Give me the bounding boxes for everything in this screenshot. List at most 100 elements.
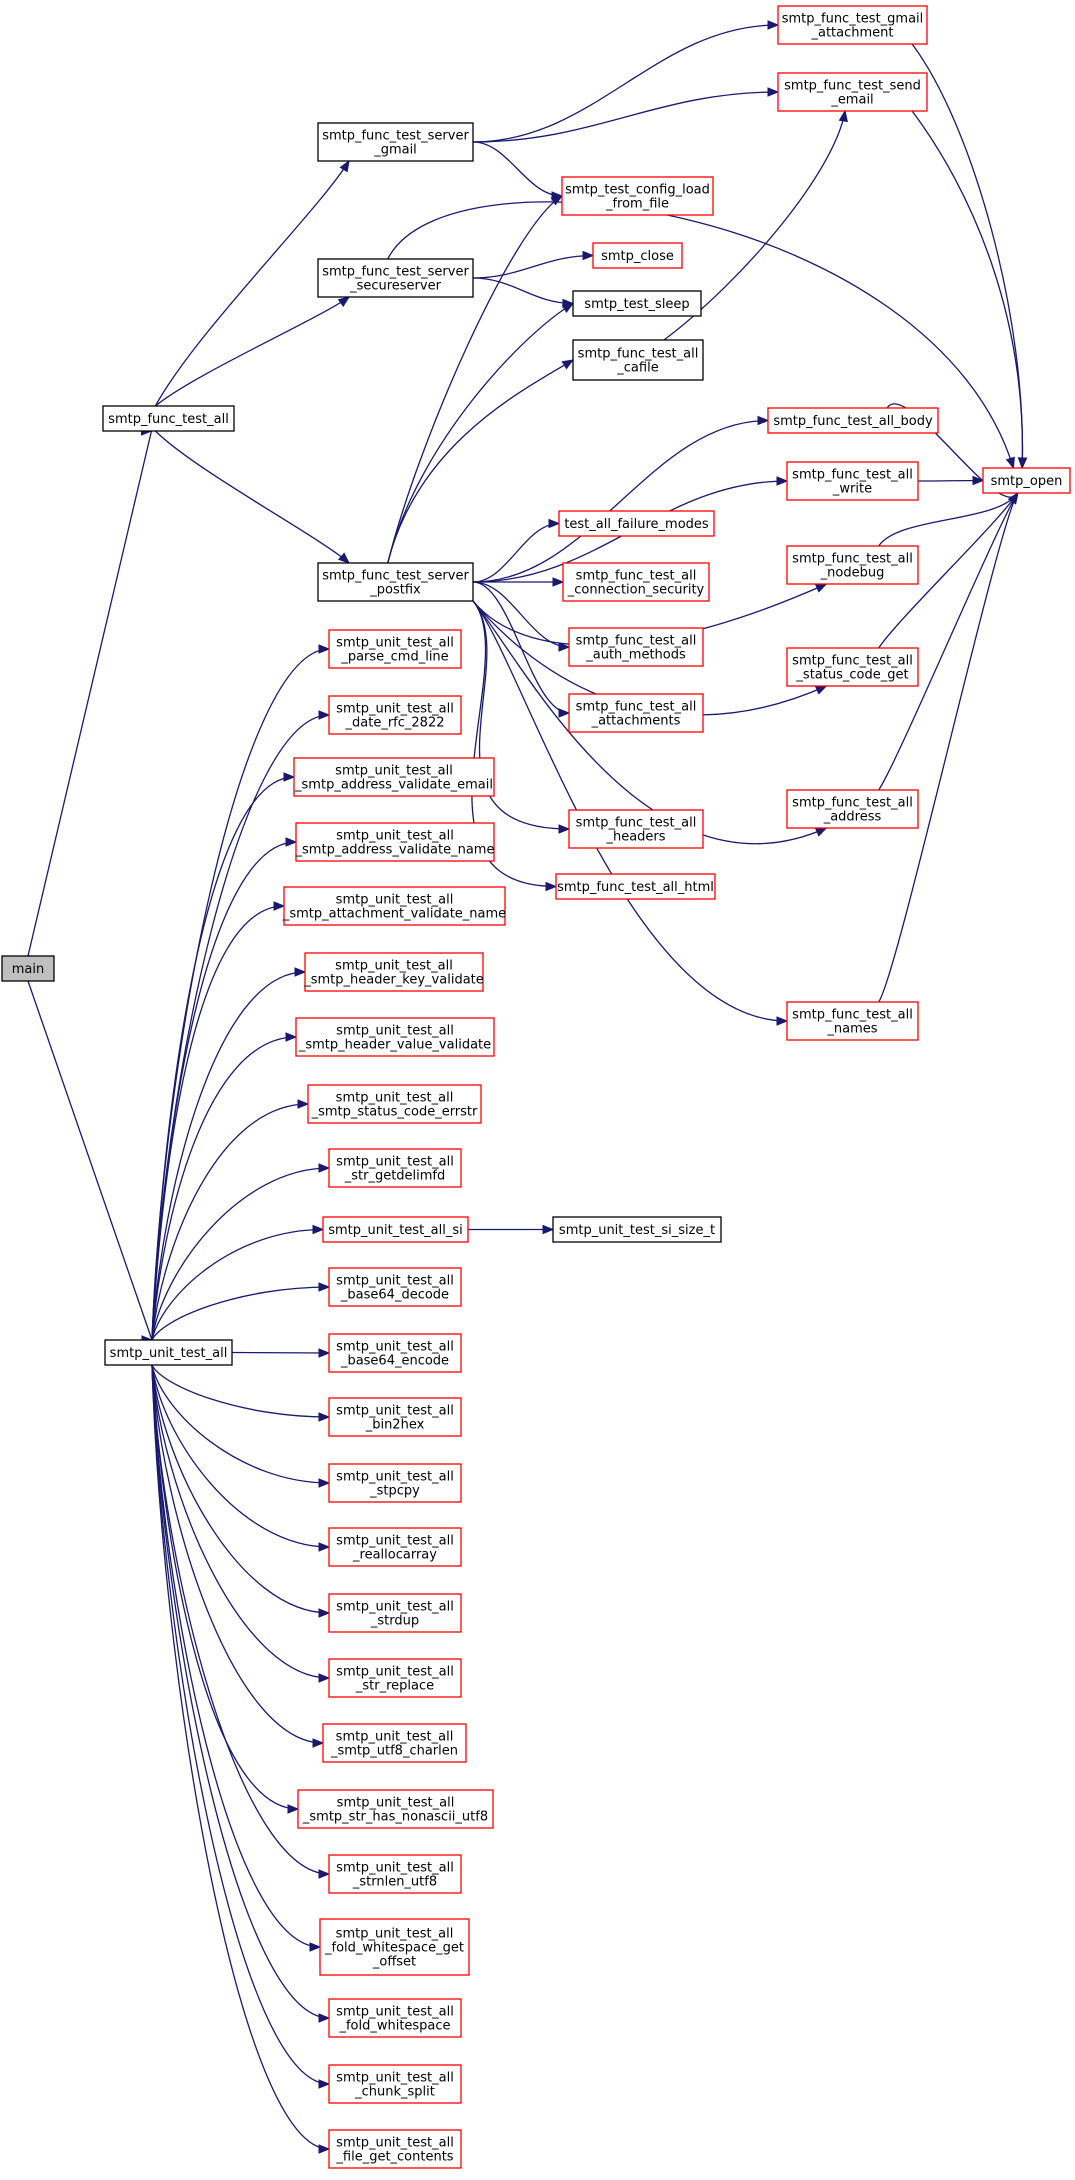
arrowhead-u-base64-decode xyxy=(318,1282,331,1292)
edge-smtp-unit-test-all-to-u-file-get-contents xyxy=(151,1364,330,2150)
node-u-date-rfc-2822[interactable]: smtp_unit_test_all_date_rfc_2822 xyxy=(328,695,462,735)
node-box-u-parse-cmd-line xyxy=(328,629,462,669)
node-u-address-validate-email[interactable]: smtp_unit_test_all_smtp_address_validate… xyxy=(293,757,495,797)
edge-names-to-smtp-open xyxy=(878,492,1019,1003)
node-u-fold-whitespace[interactable]: smtp_unit_test_all_fold_whitespace xyxy=(328,1998,462,2038)
node-label-u-file-get-contents: smtp_unit_test_all xyxy=(336,2136,454,2151)
edge-server-postfix-to-test-sleep xyxy=(387,302,574,564)
node-u-si-size-t[interactable]: smtp_unit_test_si_size_t xyxy=(552,1216,722,1243)
edge-smtp-func-test-all-to-server-secureserver xyxy=(154,296,350,407)
node-main[interactable]: main xyxy=(1,955,55,982)
node-status-code-get[interactable]: smtp_func_test_all_status_code_get xyxy=(786,647,919,687)
arrowhead-auth-methods xyxy=(558,642,571,652)
node-nodebug[interactable]: smtp_func_test_all_nodebug xyxy=(786,545,919,585)
node-label-attachments: _attachments xyxy=(591,714,681,729)
node-label-u-str-replace: smtp_unit_test_all xyxy=(336,1665,454,1680)
node-u-header-value-validate[interactable]: smtp_unit_test_all_smtp_header_value_val… xyxy=(295,1017,495,1057)
edge-smtp-unit-test-all-to-u-header-value-validate xyxy=(151,1036,297,1341)
node-server-postfix[interactable]: smtp_func_test_server_postfix xyxy=(317,562,474,602)
node-test-sleep[interactable]: smtp_test_sleep xyxy=(572,290,702,317)
node-connection-security[interactable]: smtp_func_test_all_connection_security xyxy=(562,562,710,602)
node-all-write[interactable]: smtp_func_test_all_write xyxy=(786,461,919,501)
node-label-u-fold-whitespace-get-offset: _offset xyxy=(372,1955,416,1970)
node-u-attachment-validate-name[interactable]: smtp_unit_test_all_smtp_attachment_valid… xyxy=(282,886,506,926)
arrowhead-u-parse-cmd-line xyxy=(318,644,331,654)
edge-smtp-unit-test-all-to-u-base64-decode xyxy=(151,1286,330,1341)
node-u-address-validate-name[interactable]: smtp_unit_test_all_smtp_address_validate… xyxy=(295,822,495,862)
node-u-str-getdelimfd[interactable]: smtp_unit_test_all_str_getdelimfd xyxy=(328,1148,462,1188)
node-smtp-unit-test-all[interactable]: smtp_unit_test_all xyxy=(104,1339,233,1366)
node-u-bin2hex[interactable]: smtp_unit_test_all_bin2hex xyxy=(328,1397,462,1437)
node-label-failure-modes: test_all_failure_modes xyxy=(564,517,709,532)
edge-main-to-smtp-unit-test-all xyxy=(27,980,153,1341)
node-label-u-strnlen-utf8: _strnlen_utf8 xyxy=(352,1875,437,1890)
node-label-gmail-attachment: _attachment xyxy=(810,26,893,41)
node-u-strnlen-utf8[interactable]: smtp_unit_test_all_strnlen_utf8 xyxy=(328,1854,462,1894)
node-label-u-chunk-split: _chunk_split xyxy=(354,2085,435,2100)
node-u-strdup[interactable]: smtp_unit_test_all_strdup xyxy=(328,1593,462,1633)
arrowhead-u-str-getdelimfd xyxy=(318,1163,331,1173)
arrowhead-all-body xyxy=(757,415,770,426)
node-u-reallocarray[interactable]: smtp_unit_test_all_reallocarray xyxy=(328,1527,462,1567)
arrowhead-u-str-replace xyxy=(318,1673,331,1683)
node-u-utf8-charlen[interactable]: smtp_unit_test_all_smtp_utf8_charlen xyxy=(322,1723,467,1763)
node-label-u-utf8-charlen: _smtp_utf8_charlen xyxy=(330,1744,458,1759)
node-label-server-gmail: smtp_func_test_server xyxy=(322,129,469,144)
node-label-u-str-replace: _str_replace xyxy=(355,1679,434,1694)
node-u-all-si[interactable]: smtp_unit_test_all_si xyxy=(322,1216,469,1243)
node-gmail-attachment[interactable]: smtp_func_test_gmail_attachment xyxy=(777,5,928,45)
node-u-base64-encode[interactable]: smtp_unit_test_all_base64_encode xyxy=(328,1333,462,1373)
node-label-u-stpcpy: smtp_unit_test_all xyxy=(336,1470,454,1485)
node-headers[interactable]: smtp_func_test_all_headers xyxy=(568,809,704,849)
node-label-u-stpcpy: _stpcpy xyxy=(369,1484,420,1499)
edge-smtp-unit-test-all-to-u-fold-whitespace-get-offset xyxy=(151,1364,321,1948)
arrowhead-all-html xyxy=(545,881,558,892)
node-u-parse-cmd-line[interactable]: smtp_unit_test_all_parse_cmd_line xyxy=(328,629,462,669)
node-names[interactable]: smtp_func_test_all_names xyxy=(786,1001,919,1041)
node-u-fold-whitespace-get-offset[interactable]: smtp_unit_test_all_fold_whitespace_get_o… xyxy=(319,1918,470,1976)
node-box-u-address-validate-email xyxy=(293,757,495,797)
node-box-address xyxy=(786,789,919,829)
node-smtp-close[interactable]: smtp_close xyxy=(592,242,683,269)
node-label-u-fold-whitespace-get-offset: _fold_whitespace_get xyxy=(324,1941,464,1956)
node-box-config-load xyxy=(561,176,714,216)
node-address[interactable]: smtp_func_test_all_address xyxy=(786,789,919,829)
node-u-file-get-contents[interactable]: smtp_unit_test_all_file_get_contents xyxy=(328,2129,462,2169)
node-u-base64-decode[interactable]: smtp_unit_test_all_base64_decode xyxy=(328,1267,462,1307)
node-attachments[interactable]: smtp_func_test_all_attachments xyxy=(568,693,704,733)
arrowhead-gmail-attachment xyxy=(767,20,780,30)
node-smtp-func-test-all[interactable]: smtp_func_test_all xyxy=(102,405,235,432)
node-box-names xyxy=(786,1001,919,1041)
node-box-all-write xyxy=(786,461,919,501)
node-cafile[interactable]: smtp_func_test_all_cafile xyxy=(572,339,704,381)
edge-smtp-func-test-all-to-server-postfix xyxy=(154,430,350,564)
arrowhead-smtp-open xyxy=(1017,457,1028,470)
arrowhead-all-write xyxy=(776,476,789,486)
edge-smtp-unit-test-all-to-u-reallocarray xyxy=(151,1364,330,1548)
arrowhead-config-load xyxy=(550,195,564,206)
node-config-load[interactable]: smtp_test_config_load_from_file xyxy=(561,176,714,216)
arrowhead-u-file-get-contents xyxy=(318,2144,331,2154)
node-u-chunk-split[interactable]: smtp_unit_test_all_chunk_split xyxy=(328,2064,462,2104)
node-u-str-has-nonascii-utf8[interactable]: smtp_unit_test_all_smtp_str_has_nonascii… xyxy=(297,1789,494,1829)
node-server-gmail[interactable]: smtp_func_test_server_gmail xyxy=(317,122,474,162)
node-label-auth-methods: smtp_func_test_all xyxy=(576,634,697,649)
node-u-str-replace[interactable]: smtp_unit_test_all_str_replace xyxy=(328,1658,462,1698)
node-u-status-code-errstr[interactable]: smtp_unit_test_all_smtp_status_code_errs… xyxy=(307,1084,482,1124)
node-label-u-attachment-validate-name: _smtp_attachment_validate_name xyxy=(282,907,506,922)
node-all-html[interactable]: smtp_func_test_all_html xyxy=(555,873,716,900)
node-box-u-fold-whitespace-get-offset xyxy=(319,1918,470,1976)
node-label-u-header-key-validate: smtp_unit_test_all xyxy=(335,959,453,974)
node-smtp-open[interactable]: smtp_open xyxy=(982,467,1071,494)
node-u-header-key-validate[interactable]: smtp_unit_test_all_smtp_header_key_valid… xyxy=(303,952,484,992)
node-server-secureserver[interactable]: smtp_func_test_server_secureserver xyxy=(317,258,474,298)
arrowhead-failure-modes xyxy=(548,518,561,529)
node-all-body[interactable]: smtp_func_test_all_body xyxy=(767,407,939,434)
node-box-send-email xyxy=(777,72,928,112)
node-failure-modes[interactable]: test_all_failure_modes xyxy=(558,510,715,537)
arrowhead-cafile xyxy=(561,359,575,370)
node-send-email[interactable]: smtp_func_test_send_email xyxy=(777,72,928,112)
node-auth-methods[interactable]: smtp_func_test_all_auth_methods xyxy=(568,627,704,667)
node-label-smtp-close: smtp_close xyxy=(601,249,674,264)
node-u-stpcpy[interactable]: smtp_unit_test_all_stpcpy xyxy=(328,1463,462,1503)
